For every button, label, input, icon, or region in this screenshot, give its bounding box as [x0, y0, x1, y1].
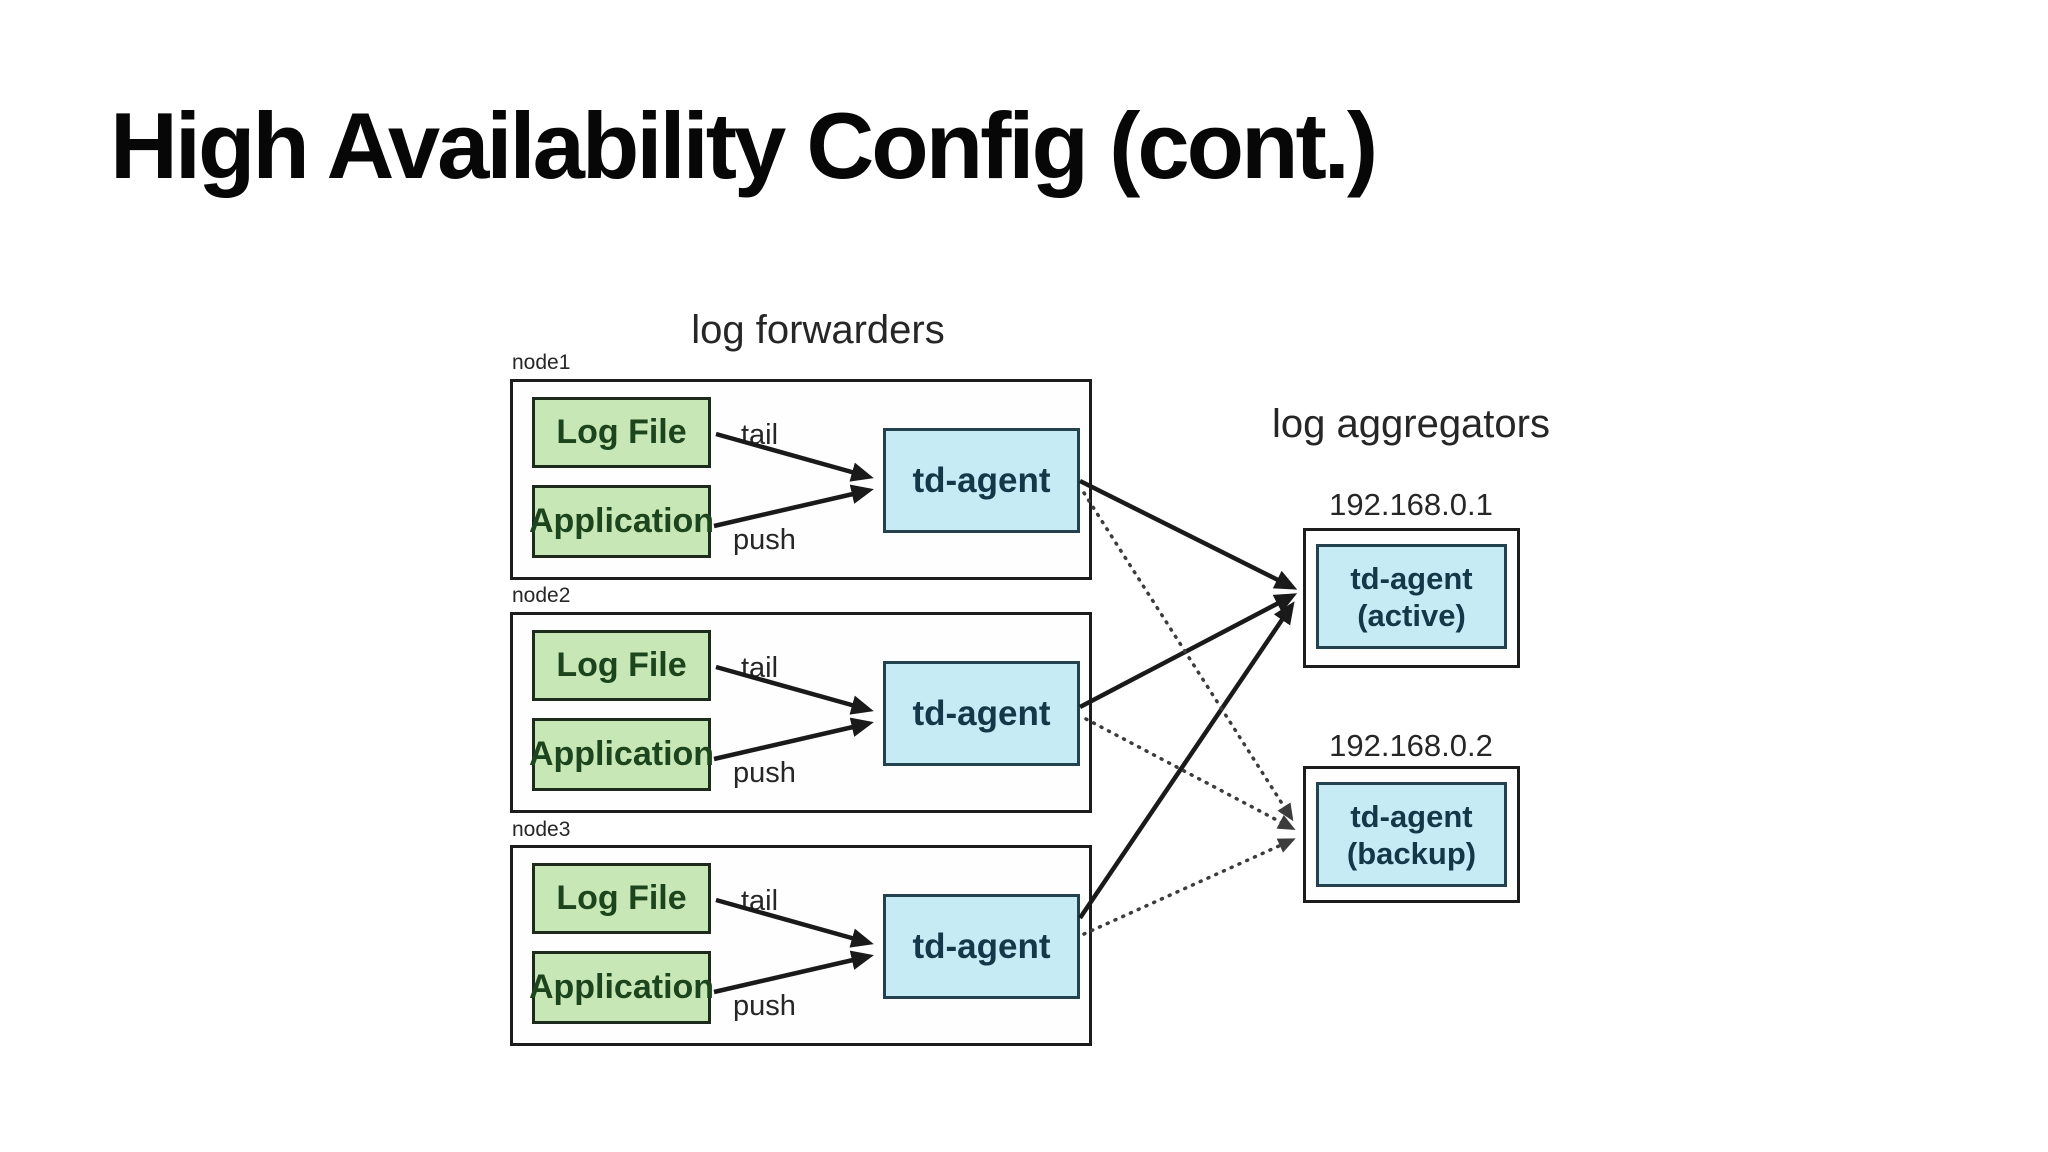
aggregators-heading: log aggregators — [1272, 402, 1550, 446]
forwarders-heading: log forwarders — [691, 308, 945, 352]
node1-box: Log File Application td-agent tail push — [510, 379, 1092, 580]
td-agent-box: td-agent — [883, 428, 1080, 533]
node2-label: node2 — [512, 584, 571, 607]
active-aggregator-ip: 192.168.0.1 — [1329, 487, 1493, 522]
backup-aggregator-box: td-agent (backup) — [1303, 766, 1520, 903]
dotted-arrow-node3-to-backup — [1082, 838, 1296, 936]
td-agent-backup-box: td-agent (backup) — [1316, 782, 1507, 887]
agent-name: td-agent — [1350, 798, 1473, 834]
solid-arrow-node2-to-active — [1078, 593, 1298, 709]
td-agent-box: td-agent — [883, 661, 1080, 766]
tail-label: tail — [741, 885, 779, 917]
log-file-box: Log File — [532, 630, 711, 701]
push-label: push — [733, 524, 796, 556]
tail-label: tail — [741, 419, 779, 451]
td-agent-active-box: td-agent (active) — [1316, 544, 1507, 649]
tail-label: tail — [741, 652, 779, 684]
node1-label: node1 — [512, 351, 571, 374]
page-title: High Availability Config (cont.) — [110, 93, 1378, 198]
agent-name: td-agent — [1350, 560, 1473, 596]
node3-box: Log File Application td-agent tail push — [510, 845, 1092, 1046]
agent-role: (backup) — [1346, 835, 1477, 871]
push-label: push — [733, 990, 796, 1022]
log-file-box: Log File — [532, 397, 711, 468]
node2-box: Log File Application td-agent tail push — [510, 612, 1092, 813]
application-box: Application — [529, 951, 714, 1024]
td-agent-box: td-agent — [883, 894, 1080, 999]
log-file-box: Log File — [532, 863, 711, 934]
application-box: Application — [529, 485, 714, 558]
push-label: push — [733, 757, 796, 789]
active-aggregator-box: td-agent (active) — [1303, 528, 1520, 668]
node3-label: node3 — [512, 818, 571, 841]
agent-role: (active) — [1357, 597, 1466, 633]
backup-aggregator-ip: 192.168.0.2 — [1329, 728, 1493, 763]
application-box: Application — [529, 718, 714, 791]
dotted-arrow-node1-to-backup — [1082, 491, 1294, 822]
